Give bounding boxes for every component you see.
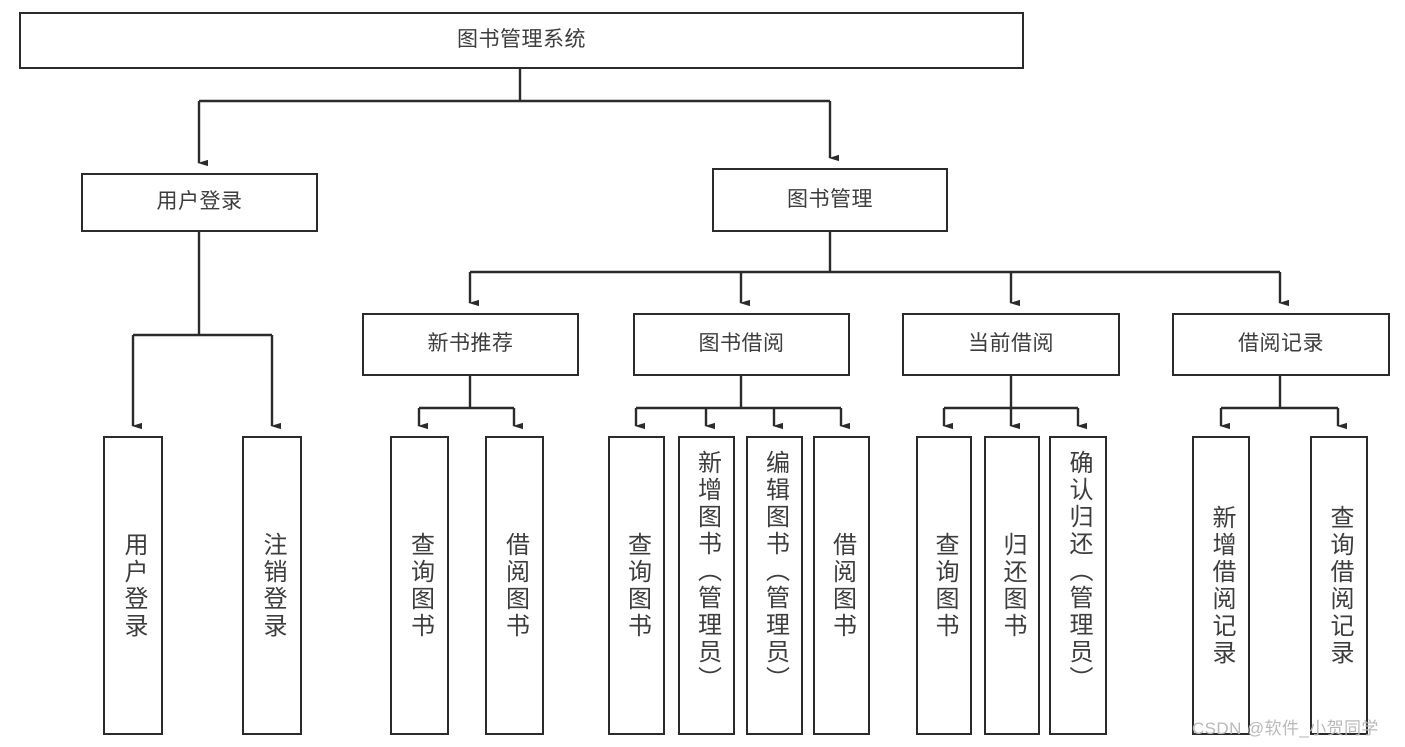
leaf-current-query-book[interactable]: 查询图书: [916, 436, 972, 735]
node-label: 查询图书: [406, 531, 434, 640]
node-label: 借阅图书: [501, 531, 529, 640]
node-label: 新书推荐: [427, 332, 514, 356]
node-label: 新增图书（管理员）: [693, 450, 721, 693]
node-current-borrow[interactable]: 当前借阅: [902, 313, 1120, 376]
leaf-newbook-query-book[interactable]: 查询图书: [390, 436, 449, 735]
node-label: 图书管理: [787, 187, 873, 211]
leaf-record-query-record[interactable]: 查询借阅记录: [1310, 436, 1368, 735]
node-root-system[interactable]: 图书管理系统: [19, 12, 1024, 69]
leaf-record-add-record[interactable]: 新增借阅记录: [1192, 436, 1250, 735]
node-label: 查询图书: [623, 531, 651, 640]
leaf-borrow-query-book[interactable]: 查询图书: [608, 436, 665, 735]
node-label: 查询借阅记录: [1325, 504, 1353, 667]
node-label: 用户登录: [156, 190, 243, 214]
leaf-borrow-edit-book-admin[interactable]: 编辑图书（管理员）: [746, 436, 803, 735]
node-label: 借阅图书: [828, 531, 856, 640]
csdn-watermark: CSDN @软件_小贺同学: [1192, 719, 1379, 738]
leaf-user-login-login[interactable]: 用户登录: [103, 436, 163, 735]
node-label: 注销登录: [258, 531, 286, 640]
node-label: 查询图书: [930, 531, 958, 640]
node-label: 归还图书: [998, 531, 1026, 640]
node-borrow-record[interactable]: 借阅记录: [1172, 313, 1390, 376]
node-label: 用户登录: [119, 531, 147, 640]
leaf-borrow-add-book-admin[interactable]: 新增图书（管理员）: [678, 436, 735, 735]
node-user-login[interactable]: 用户登录: [81, 173, 318, 232]
node-label: 编辑图书（管理员）: [761, 450, 789, 693]
leaf-current-confirm-return-admin[interactable]: 确认归还（管理员）: [1049, 436, 1107, 735]
node-label: 新增借阅记录: [1207, 504, 1235, 667]
leaf-current-return-book[interactable]: 归还图书: [984, 436, 1040, 735]
node-book-borrow[interactable]: 图书借阅: [633, 313, 850, 376]
node-label: 当前借阅: [968, 332, 1054, 356]
node-new-book-recommend[interactable]: 新书推荐: [362, 313, 579, 376]
node-label: 图书管理系统: [457, 28, 586, 52]
node-label: 图书借阅: [698, 332, 785, 356]
leaf-borrow-borrow-book[interactable]: 借阅图书: [813, 436, 870, 735]
node-label: 确认归还（管理员）: [1064, 450, 1092, 693]
leaf-user-login-logout[interactable]: 注销登录: [242, 436, 302, 735]
node-label: 借阅记录: [1238, 332, 1324, 356]
leaf-newbook-borrow-book[interactable]: 借阅图书: [485, 436, 544, 735]
node-book-management[interactable]: 图书管理: [712, 168, 948, 232]
